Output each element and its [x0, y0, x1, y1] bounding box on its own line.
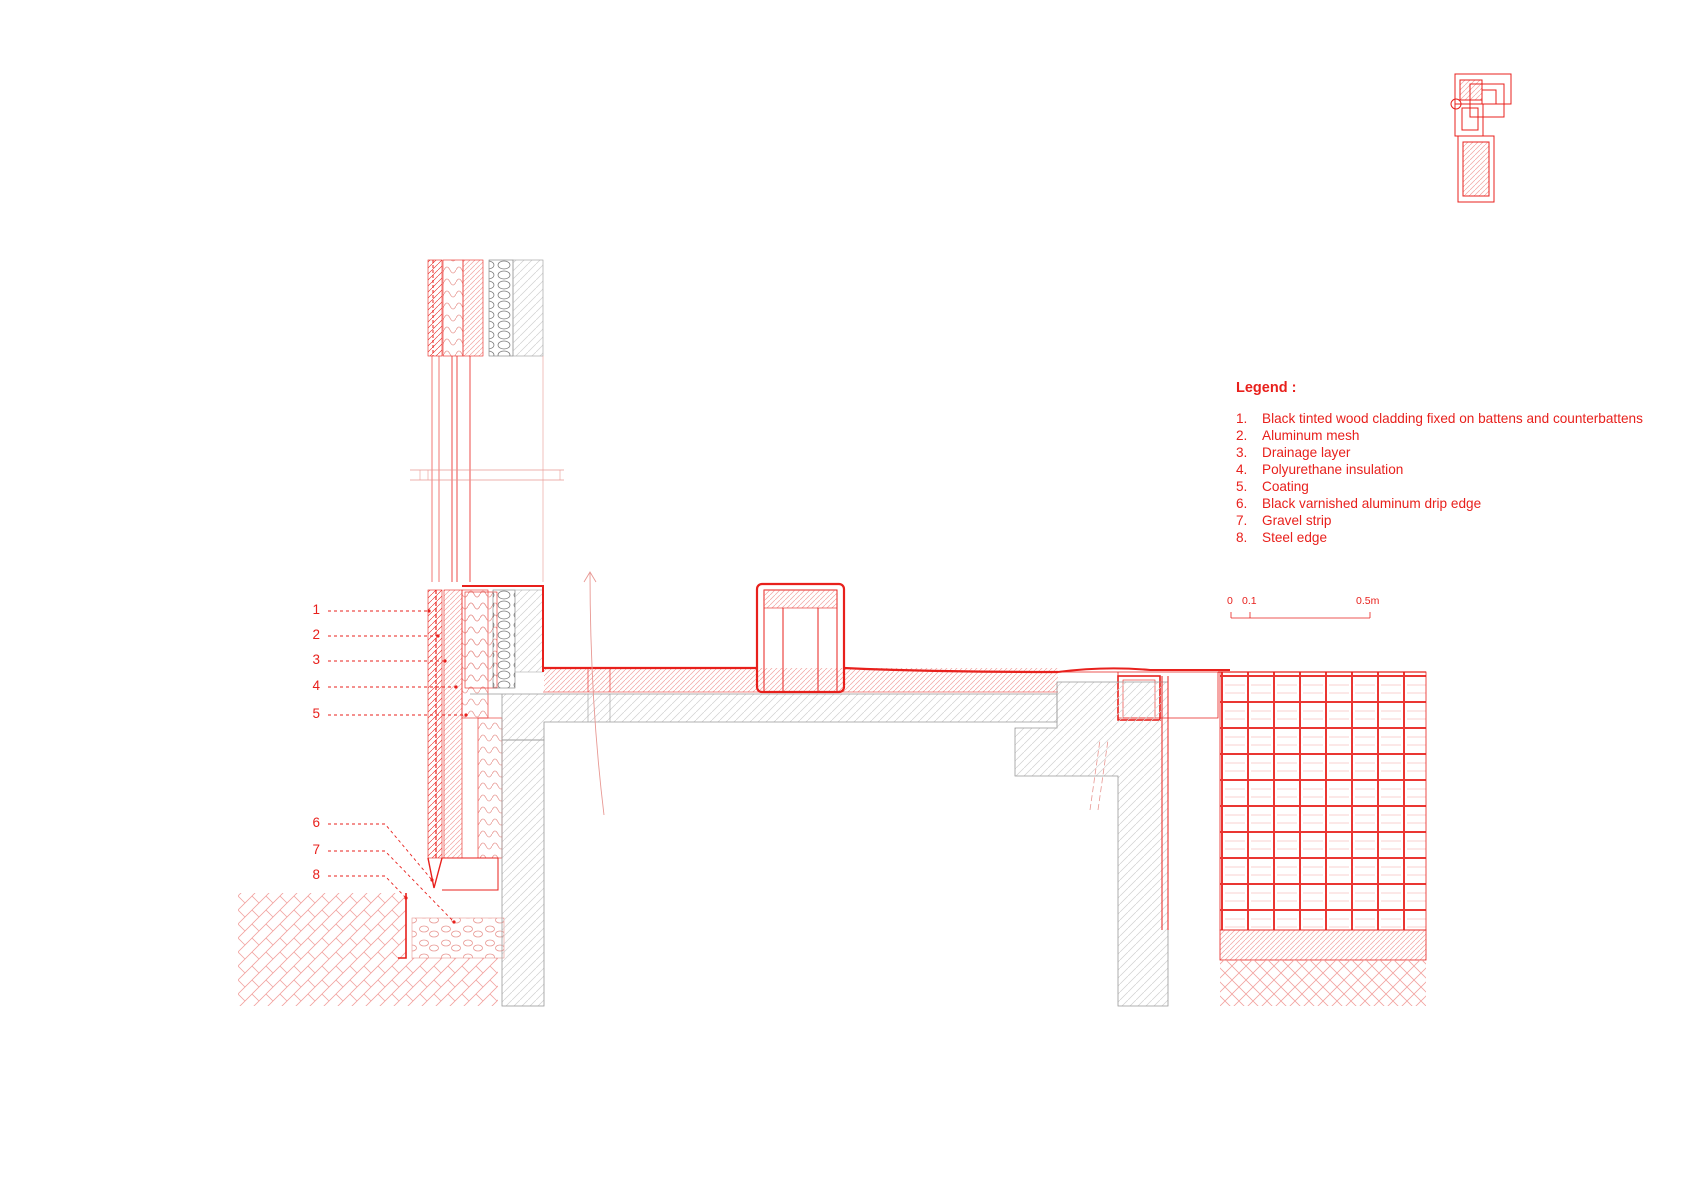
legend-text: Black varnished aluminum drip edge	[1262, 496, 1482, 511]
gutter-and-beam	[1014, 667, 1230, 1007]
callout-6: 6	[312, 815, 320, 830]
legend-num: 2.	[1236, 428, 1248, 443]
legend-item: 4. Polyurethane insulation	[1236, 461, 1643, 478]
callout-1: 1	[312, 602, 320, 617]
legend-num: 8.	[1236, 530, 1248, 545]
legend-text: Gravel strip	[1262, 513, 1332, 528]
callout-4: 4	[312, 678, 320, 693]
legend-num: 5.	[1236, 479, 1248, 494]
scale-label-0-5m: 0.5m	[1356, 595, 1380, 607]
legend-num: 1.	[1236, 411, 1248, 426]
ground-left	[238, 893, 505, 1006]
roof-slab	[470, 571, 1059, 816]
callout-5: 5	[312, 706, 320, 721]
legend-text: Black tinted wood cladding fixed on batt…	[1262, 411, 1643, 426]
callout-8: 8	[312, 867, 320, 882]
callout-2: 2	[312, 627, 320, 642]
scale-label-0-1: 0.1	[1242, 595, 1257, 607]
legend-text: Polyurethane insulation	[1262, 462, 1404, 477]
legend-list: 1. Black tinted wood cladding fixed on ba…	[1236, 410, 1643, 546]
callout-3: 3	[312, 652, 320, 667]
legend-text: Steel edge	[1262, 530, 1328, 545]
legend-item: 8. Steel edge	[1236, 529, 1643, 546]
upper-wall	[410, 259, 564, 582]
legend-num: 7.	[1236, 513, 1248, 528]
legend-item: 3. Drainage layer	[1236, 444, 1643, 461]
leader-dots	[404, 609, 468, 924]
scale-label-0: 0	[1227, 595, 1233, 607]
legend-item: 2. Aluminum mesh	[1236, 427, 1643, 444]
legend-text: Aluminum mesh	[1262, 428, 1360, 443]
legend-title: Legend :	[1236, 380, 1297, 396]
lower-wall	[398, 585, 545, 1007]
leader-lines	[328, 610, 466, 923]
callout-7: 7	[312, 842, 320, 857]
key-plan	[1450, 73, 1512, 203]
legend-num: 6.	[1236, 496, 1248, 511]
legend-item: 5. Coating	[1236, 478, 1643, 495]
legend-item: 1. Black tinted wood cladding fixed on ba…	[1236, 410, 1643, 427]
legend-item: 6. Black varnished aluminum drip edge	[1236, 495, 1643, 512]
legend-text: Coating	[1262, 479, 1309, 494]
legend-num: 4.	[1236, 462, 1248, 477]
legend-text: Drainage layer	[1262, 445, 1351, 460]
legend: Legend : 1. Black tinted wood cladding fi…	[1236, 380, 1643, 546]
planter-grid	[1218, 671, 1427, 1006]
scale-bar	[1230, 612, 1371, 619]
legend-num: 3.	[1236, 445, 1248, 460]
legend-item: 7. Gravel strip	[1236, 512, 1643, 529]
